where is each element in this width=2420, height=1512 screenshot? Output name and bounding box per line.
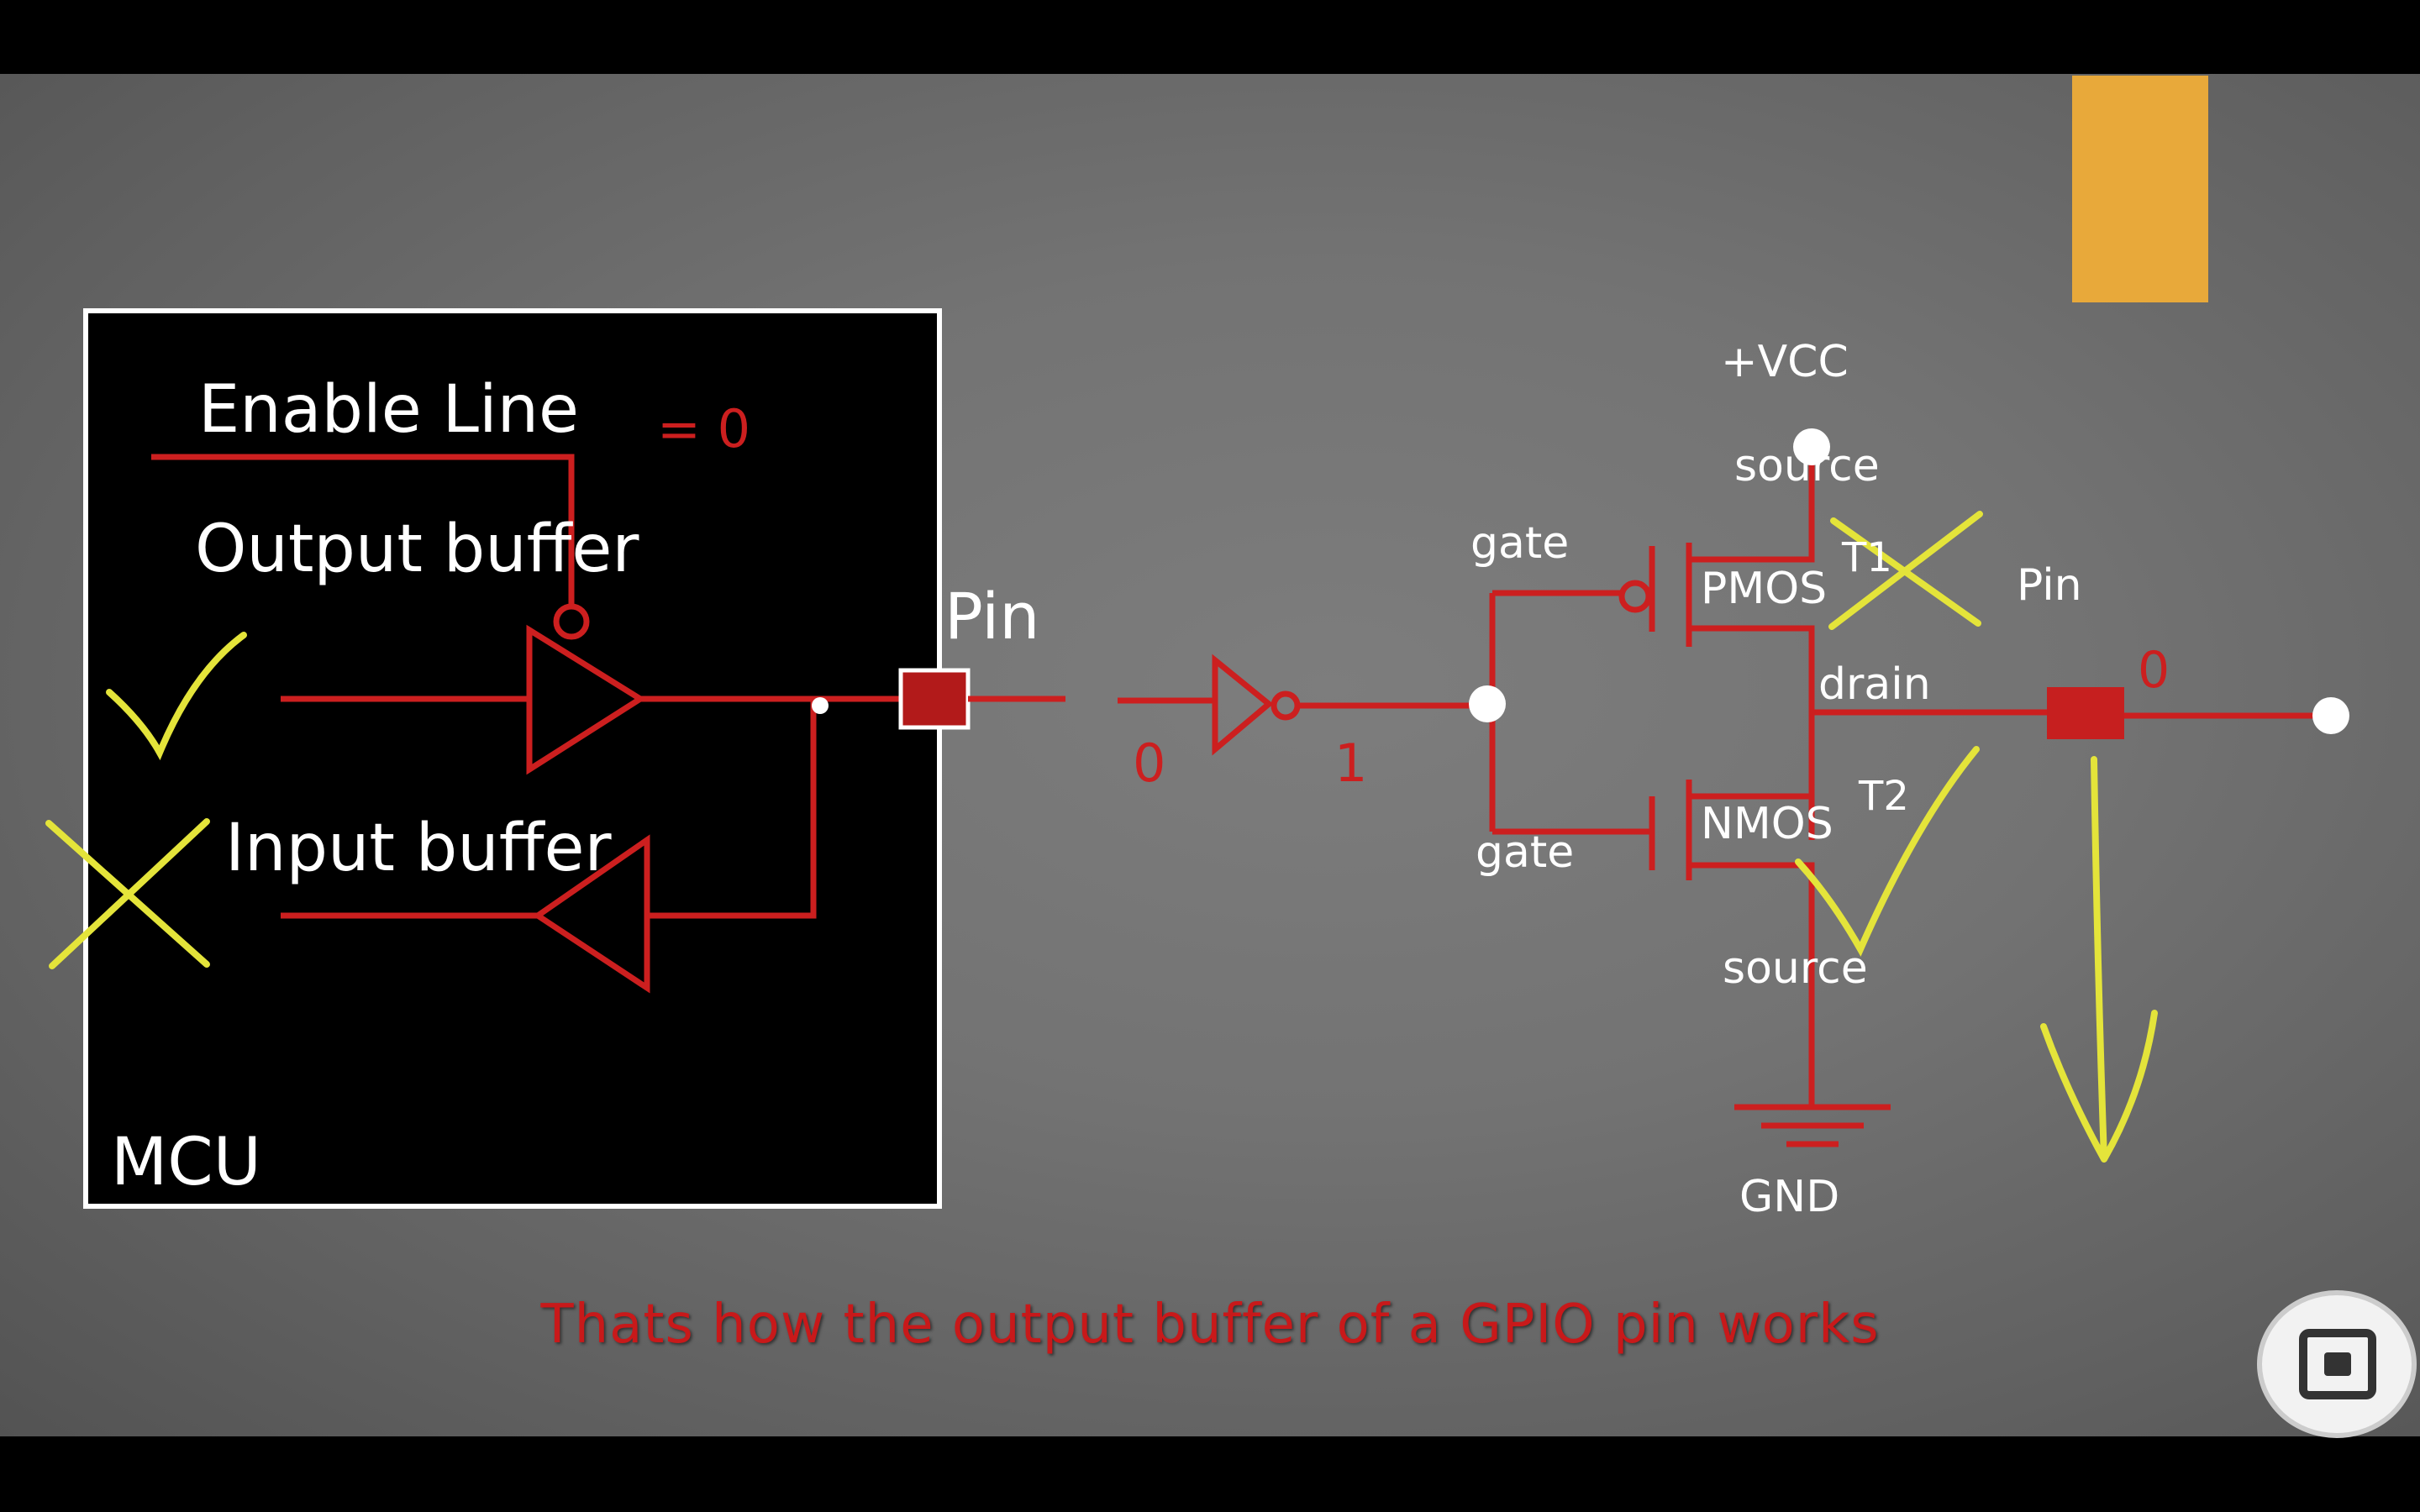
vcc-label: +VCC <box>1721 337 1849 387</box>
junction-dot <box>812 697 829 714</box>
feedback-wire <box>647 699 817 919</box>
enable-line-label: Enable Line <box>198 372 579 448</box>
letterbox-bottom <box>0 1436 2420 1512</box>
pin-label-right: Pin <box>2017 560 2082 611</box>
output-buffer-triangle <box>526 624 646 775</box>
inverter-output-value: 1 <box>1334 732 1367 794</box>
nmos-label: NMOS <box>1701 799 1833 849</box>
mcu-label: MCU <box>111 1125 261 1200</box>
pmos-gate-bubble <box>1618 580 1652 613</box>
inverter-wiring <box>968 445 2328 1147</box>
drain-label: drain <box>1818 659 1931 710</box>
gate-node <box>1469 685 1506 722</box>
cross-pmos-icon <box>1828 511 1983 630</box>
enable-bubble <box>553 603 590 640</box>
pmos-label: PMOS <box>1701 564 1827 614</box>
input-buffer-label: Input buffer <box>225 811 612 886</box>
down-arrow-icon <box>2040 756 2158 1163</box>
pmos-gate-label: gate <box>1470 518 1569 569</box>
channel-logo[interactable] <box>2257 1290 2417 1438</box>
mcu-box <box>83 308 942 1209</box>
pin-square-left <box>898 668 971 730</box>
pmos-source-label: source <box>1734 441 1880 491</box>
nmos-gate-label: gate <box>1476 827 1574 878</box>
letterbox-top <box>0 0 2420 74</box>
highlight-block <box>2072 76 2208 302</box>
gnd-label: GND <box>1739 1172 1839 1222</box>
input-buffer-triangle <box>532 834 650 994</box>
pmos-tag: T1 <box>1841 534 1892 581</box>
cross-input-icon <box>45 818 210 969</box>
checkmark-output-icon <box>106 632 247 761</box>
output-node <box>2312 697 2349 734</box>
vcc-node <box>1793 428 1830 465</box>
annotations <box>45 511 2158 1163</box>
nmos-source-leg <box>1689 862 1815 1105</box>
inverter-input-value: 0 <box>1133 732 1165 794</box>
inverter-bubble <box>1270 690 1301 721</box>
enable-value-label: = 0 <box>657 398 750 459</box>
pin-square-right <box>2047 687 2124 739</box>
output-buffer-label: Output buffer <box>195 512 639 587</box>
pin-value-right: 0 <box>2138 641 2170 700</box>
nmos-source-label: source <box>1723 943 1868 994</box>
enable-line-wire <box>151 454 575 605</box>
pmos-source-leg <box>1689 445 1815 563</box>
pin-label-left: Pin <box>944 579 1039 654</box>
mcu-wiring <box>151 454 901 994</box>
inverter-triangle <box>1212 654 1274 756</box>
checkmark-nmos-icon <box>1795 746 1980 957</box>
pmos-drain-leg <box>1689 625 1815 840</box>
subtitle-caption: Thats how the output buffer of a GPIO pi… <box>540 1294 1880 1356</box>
chip-icon <box>2299 1329 2376 1399</box>
nmos-tag: T2 <box>1858 773 1909 820</box>
